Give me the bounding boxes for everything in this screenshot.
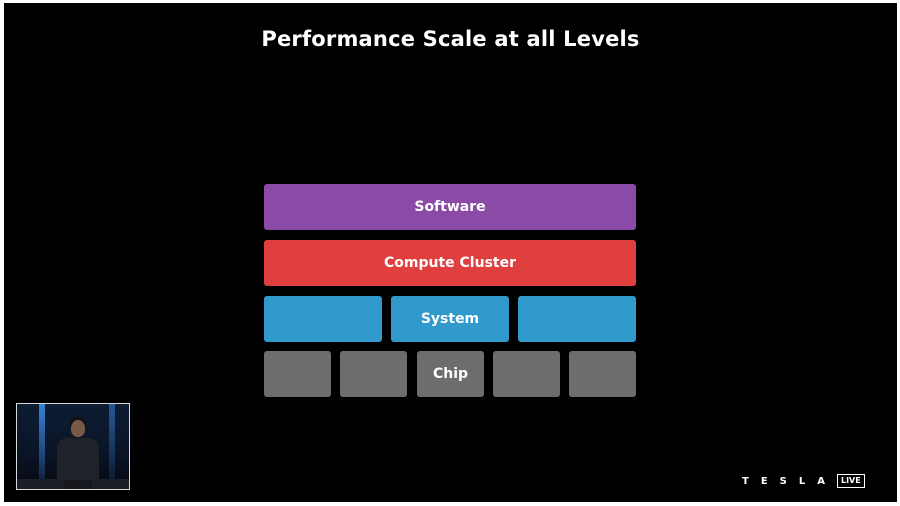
chip-block-5 <box>569 351 636 397</box>
chip-block-4 <box>493 351 560 397</box>
system-block-1 <box>264 296 382 342</box>
speaker-head <box>71 420 85 437</box>
stage-light <box>109 404 115 489</box>
speaker-video-thumbnail[interactable] <box>16 403 130 490</box>
system-block-2: System <box>391 296 509 342</box>
presentation-frame: Performance Scale at all Levels Software… <box>4 3 897 502</box>
software-layer: Software <box>264 184 636 230</box>
slide-title: Performance Scale at all Levels <box>261 27 640 51</box>
chip-block-3: Chip <box>417 351 484 397</box>
live-badge: LIVE <box>836 474 865 488</box>
tesla-wordmark: TESLA <box>742 475 837 487</box>
speaker-body <box>57 438 99 480</box>
system-block-3 <box>518 296 636 342</box>
stage-light <box>39 404 45 489</box>
compute-cluster-layer: Compute Cluster <box>264 240 636 286</box>
system-label: System <box>420 311 480 327</box>
chip-block-1 <box>264 351 331 397</box>
chip-label: Chip <box>432 366 469 382</box>
chip-block-2 <box>340 351 407 397</box>
compute-cluster-label: Compute Cluster <box>384 255 516 271</box>
speaker-legs <box>64 478 92 489</box>
software-label: Software <box>414 199 486 215</box>
tesla-live-logo: TESLA LIVE <box>742 471 865 491</box>
